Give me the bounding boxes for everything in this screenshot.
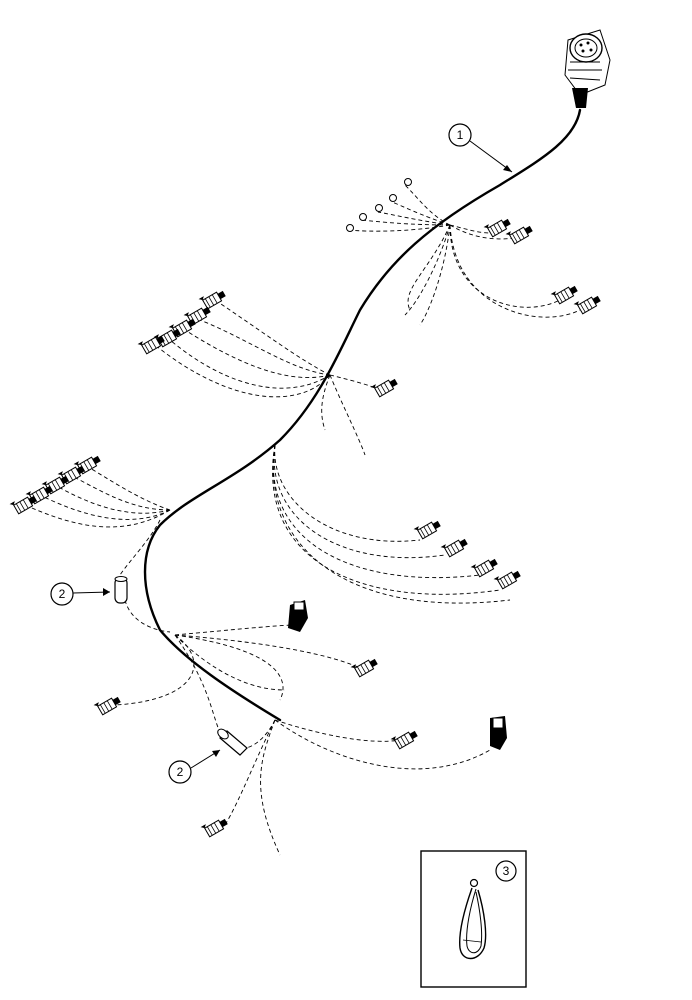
callout-harness-label: 1 xyxy=(457,128,464,142)
terminal-connector-icon xyxy=(413,520,441,540)
ring-terminal-icon xyxy=(359,213,367,221)
terminal-connector-icon xyxy=(483,218,511,238)
terminal-connector-icon xyxy=(93,696,121,716)
callout-sleeve-upper-label: 2 xyxy=(59,587,66,601)
terminal-connector-icon xyxy=(550,285,578,305)
terminal-connectors xyxy=(9,218,601,838)
boot-connector-icon xyxy=(288,600,308,632)
terminal-connector-icon xyxy=(470,558,498,578)
callout-strap-label: 3 xyxy=(503,864,510,878)
callout-sleeve-lower-label: 2 xyxy=(177,765,184,779)
harness-trunk xyxy=(143,108,582,722)
callout-strap: 3 xyxy=(495,860,517,882)
strap-inset-box: 3 xyxy=(420,850,527,988)
terminal-connector-icon xyxy=(137,335,165,355)
round-connector-icon xyxy=(564,29,611,108)
cable-strap-icon xyxy=(458,878,487,960)
terminal-connector-icon xyxy=(350,658,378,678)
ring-terminal-icon xyxy=(404,178,412,186)
terminal-connector-icon xyxy=(370,378,398,398)
ring-terminal-group xyxy=(346,178,412,232)
callout-harness: 1 xyxy=(448,123,513,173)
callout-sleeve-lower: 2 xyxy=(168,749,221,784)
ring-terminal-icon xyxy=(346,224,354,232)
terminal-connector-icon xyxy=(198,290,226,310)
terminal-connector-icon xyxy=(390,730,418,750)
sleeve-icon xyxy=(114,576,128,604)
sleeve-icon xyxy=(217,728,248,756)
terminal-connector-icon xyxy=(493,570,521,590)
ring-terminal-icon xyxy=(375,204,383,212)
boot-connector-icon xyxy=(490,716,507,750)
ring-terminal-icon xyxy=(389,194,397,202)
branch-wires xyxy=(24,184,581,856)
terminal-connector-icon xyxy=(440,538,468,558)
callout-sleeve-upper: 2 xyxy=(50,582,111,606)
terminal-connector-icon xyxy=(573,295,601,315)
terminal-connector-icon xyxy=(9,495,37,515)
terminal-connector-icon xyxy=(200,818,228,838)
terminal-connector-icon xyxy=(505,225,533,245)
